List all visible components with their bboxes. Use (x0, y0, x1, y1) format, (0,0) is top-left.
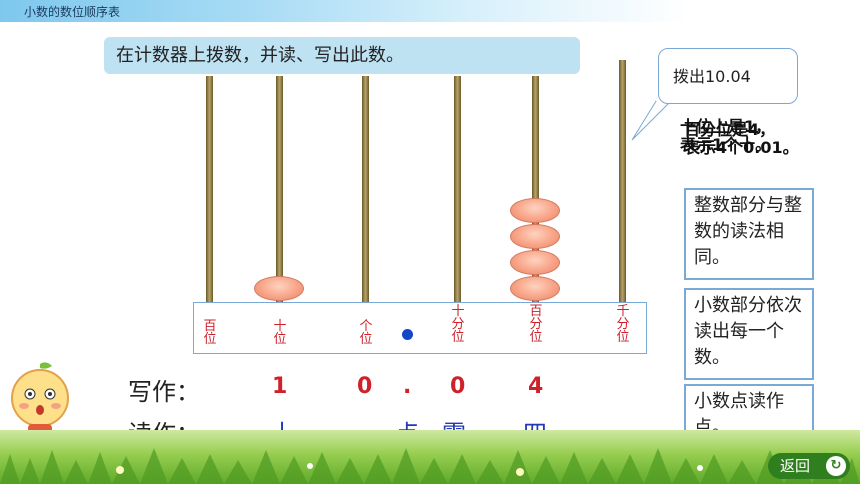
grass-decoration (0, 448, 860, 484)
abacus-rod-tenths (454, 76, 461, 302)
title-bar (0, 0, 860, 22)
abacus-base (193, 302, 647, 354)
overlap-note: 十位上是1， (680, 117, 772, 136)
abacus-rod-ones (362, 76, 369, 302)
abacus-bead[interactable] (510, 224, 560, 249)
abacus-rod-hundreds (206, 76, 213, 302)
overlap-note: 百分位是4， (684, 120, 776, 139)
note-decimal-part: 小数部分依次读出每一个数。 (684, 288, 814, 380)
callout-text: 拨出10.04 (673, 67, 751, 86)
speech-callout (658, 48, 798, 104)
abacus-rod-hundredths (532, 76, 539, 302)
abacus-rod-tens (276, 76, 283, 302)
abacus-bead[interactable] (254, 276, 304, 301)
write-label: 写作： (128, 378, 200, 406)
overlap-note: 表示4个0.01。 (684, 138, 799, 157)
place-label-ones: 个位 (359, 319, 373, 347)
place-label-tens: 十位 (273, 319, 287, 347)
abacus-rod-thousandths (619, 60, 626, 302)
written-decimal-point: . (403, 374, 412, 399)
written-digit: 1 (272, 374, 288, 399)
written-digit: 4 (528, 374, 544, 399)
overlap-note: 表示1个十。 (680, 135, 772, 154)
decimal-point-dot (402, 329, 413, 340)
abacus-bead[interactable] (510, 198, 560, 223)
place-label-tenths: 十分位 (451, 304, 465, 345)
place-label-thousandths: 千分位 (616, 304, 630, 345)
page-title: 小数的数位顺序表 (24, 5, 121, 19)
note-integer-part: 整数部分与整数的读法相同。 (684, 188, 814, 280)
place-label-hundredths: 百分位 (529, 304, 543, 345)
callout-tail (631, 98, 676, 141)
refresh-icon[interactable]: ↻ (826, 456, 846, 476)
cartoon-character-icon (11, 362, 69, 434)
instruction-banner: 在计数器上拨数，并读、写出此数。 (104, 37, 580, 74)
place-label-hundreds: 百位 (203, 319, 217, 347)
abacus-bead[interactable] (510, 276, 560, 301)
written-digit: 0 (357, 374, 373, 399)
abacus-bead[interactable] (510, 250, 560, 275)
written-digit: 0 (450, 374, 466, 399)
